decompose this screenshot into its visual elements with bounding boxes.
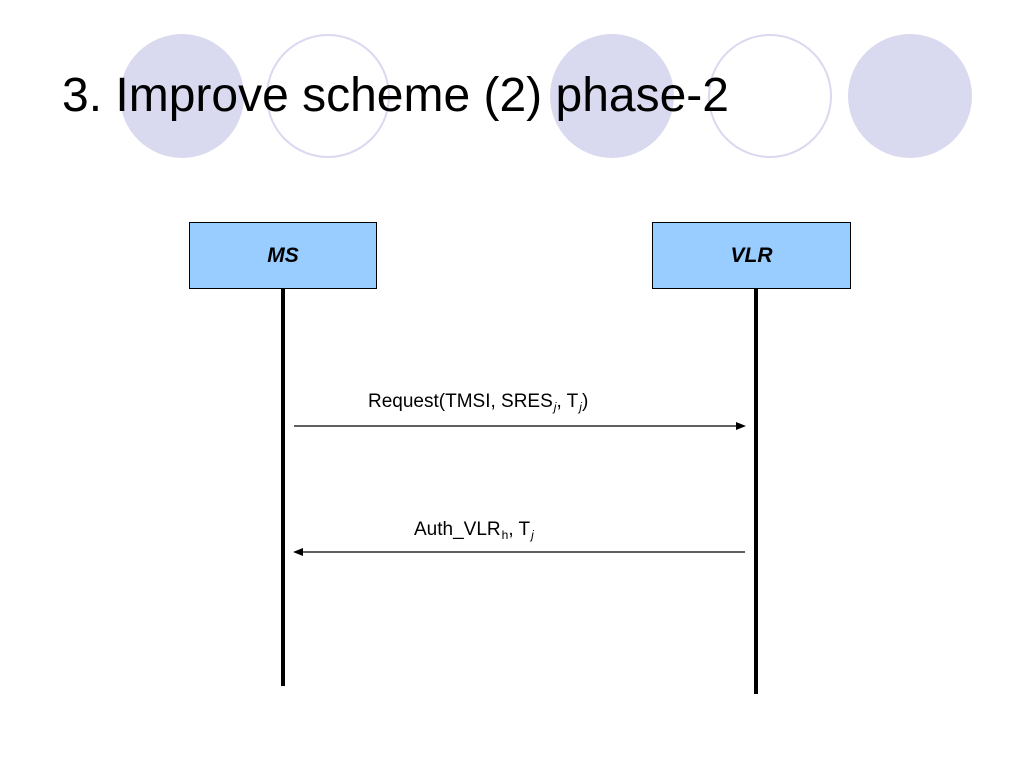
message-auth-label: Auth_VLRh, Tj xyxy=(414,519,534,542)
decor-circle-1 xyxy=(120,34,244,158)
lifeline-vlr xyxy=(754,289,758,694)
slide-title: 3. Improve scheme (2) phase-2 xyxy=(62,69,729,122)
lifeline-ms xyxy=(281,289,285,686)
decor-ring-2 xyxy=(708,34,832,158)
decor-circle-3 xyxy=(848,34,972,158)
entity-ms-label: MS xyxy=(267,243,299,267)
entity-vlr: VLR xyxy=(652,222,851,289)
arrow-request xyxy=(294,422,746,430)
arrow-auth-response xyxy=(293,548,745,556)
entity-ms: MS xyxy=(189,222,377,289)
decor-circle-2 xyxy=(550,34,674,158)
message-request-label: Request(TMSI, SRESj, Tj) xyxy=(368,391,589,414)
decor-ring-1 xyxy=(266,34,390,158)
entity-vlr-label: VLR xyxy=(730,243,773,267)
